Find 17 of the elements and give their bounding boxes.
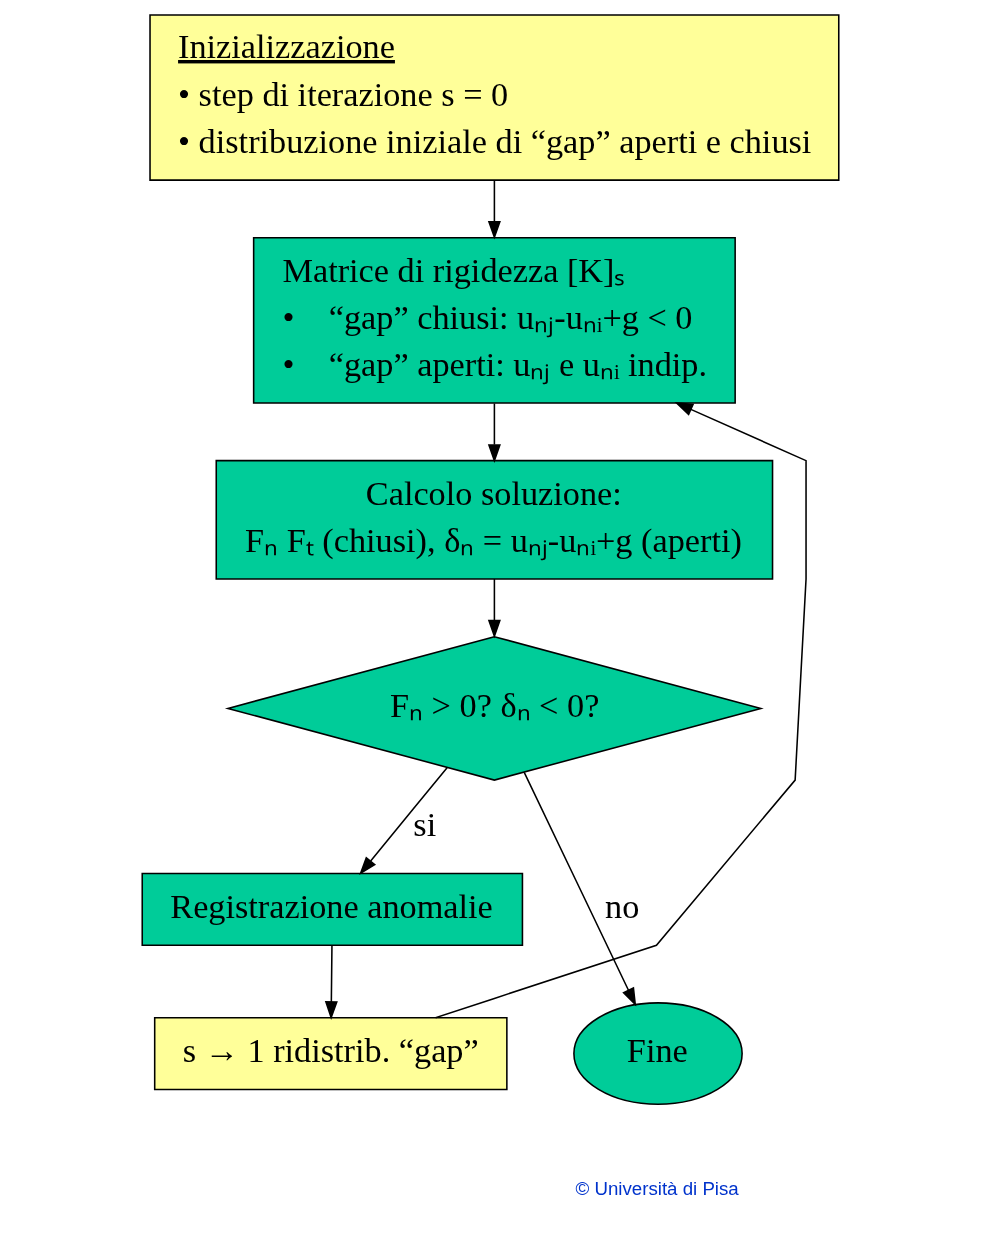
arrow — [487, 402, 501, 463]
arrow — [487, 179, 501, 240]
node-box: s → 1 ridistrib. “gap” — [153, 1016, 508, 1091]
arrow — [434, 402, 807, 1019]
arrow — [359, 766, 448, 876]
arrow — [487, 578, 501, 639]
node-box: Calcolo soluzione: Fₙ Fₜ (chiusi), δₙ = uₙⱼ-uₙᵢ+g (aperti) — [215, 459, 774, 580]
edge-label: si — [413, 804, 437, 843]
node-box: Matrice di rigidezza [K]ₛ • “gap” chiusi: uₙⱼ-uₙᵢ+g < 0 • “gap” aperti: uₙⱼ e uₙᵢ indip. — [252, 237, 736, 404]
label: © Università di Pisa — [575, 1177, 739, 1199]
node-box: Inizializzazione • step di iterazione s = 0 • distribuzione iniziale di “gap” aperti e chiusi — [149, 14, 840, 181]
node-box: Registrazione anomalie — [141, 872, 524, 947]
node-diamond: Fₙ > 0? δₙ < 0? — [224, 635, 764, 781]
node-ellipse: Fine — [573, 1002, 743, 1106]
arrow — [324, 945, 338, 1020]
edge-label: no — [605, 887, 640, 926]
arrow — [523, 771, 637, 1007]
